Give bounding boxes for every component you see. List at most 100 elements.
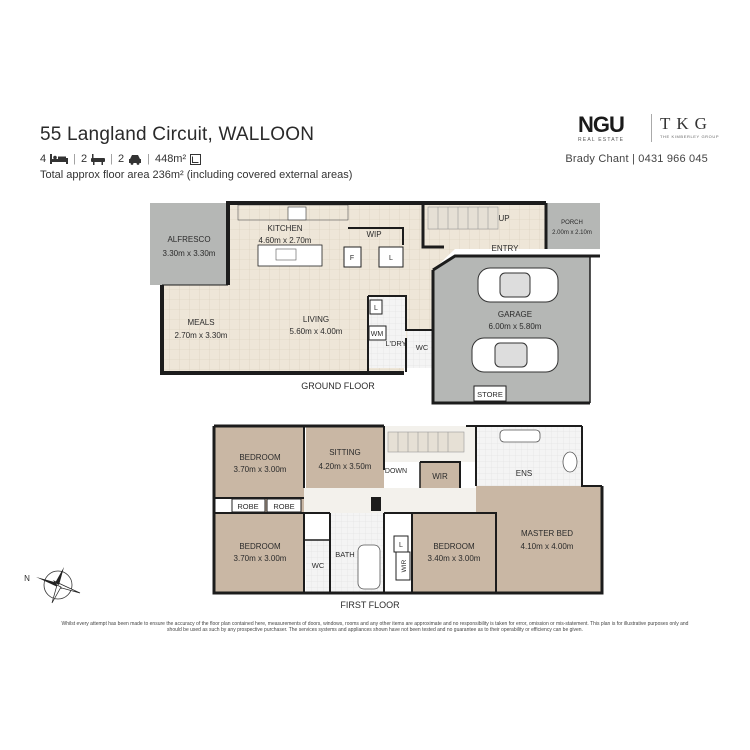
- compass-north-label: N: [24, 574, 30, 583]
- car-icon: [129, 154, 142, 165]
- master-label: MASTER BED: [521, 529, 573, 538]
- bedroom3-label: BEDROOM: [433, 542, 475, 551]
- wir1-label: WIR: [432, 472, 448, 481]
- store-box: [473, 385, 507, 402]
- stairs-up-label: UP: [498, 214, 509, 223]
- car-bottom: [471, 337, 559, 373]
- robe1-box: [231, 498, 266, 513]
- bedroom2-floor: [214, 513, 304, 593]
- laundry-linen-box: [369, 299, 383, 315]
- bedroom1-label: BEDROOM: [239, 453, 281, 462]
- wip-label: WIP: [366, 230, 381, 239]
- bedroom2-label: BEDROOM: [239, 542, 281, 551]
- hallway-floor: [304, 488, 476, 513]
- first-floor-plan: BEDROOM 3.70m x 3.00m SITTING 4.20m x 3.…: [212, 424, 604, 610]
- first-floor-heading: FIRST FLOOR: [340, 600, 400, 610]
- fridge-label: F: [350, 255, 354, 262]
- car-count: 2: [117, 153, 125, 165]
- property-title: 55 Langland Circuit, WALLOON: [40, 124, 315, 145]
- agent-contact: Brady Chant | 0431 966 045: [565, 153, 708, 165]
- bedroom3-size: 3.40m x 3.00m: [428, 554, 481, 563]
- meals-label: MEALS: [187, 318, 214, 327]
- robe2-box: [266, 498, 302, 513]
- bedroom2-size: 3.70m x 3.00m: [234, 554, 287, 563]
- cooktop: [287, 206, 307, 221]
- alfresco-label: ALFRESCO: [167, 235, 210, 244]
- bedroom1-size: 3.70m x 3.00m: [234, 465, 287, 474]
- car-top: [477, 267, 559, 303]
- bath-icon: [91, 153, 106, 165]
- fridge-box: [343, 246, 362, 268]
- tkg-logo: TKG THE KIMBERLEY GROUP: [660, 114, 719, 139]
- first-wc-label: WC: [312, 561, 325, 570]
- kitchen-linen-box: [378, 246, 404, 268]
- ground-walls: [160, 201, 600, 405]
- bed-count: 4: [40, 153, 47, 165]
- porch-label: PORCH: [561, 220, 583, 226]
- ground-floor-heading: GROUND FLOOR: [301, 381, 375, 391]
- ngu-logo-text: NGU: [578, 112, 625, 137]
- robe2-label: ROBE: [273, 502, 294, 511]
- stats-divider: |: [110, 153, 113, 165]
- first-floor-column: [371, 497, 381, 511]
- robe1-label: ROBE: [237, 502, 258, 511]
- wm-label: WM: [371, 331, 384, 338]
- garage-label: GARAGE: [498, 310, 532, 319]
- kitchen-size: 4.60m x 2.70m: [259, 236, 312, 245]
- ground-stairs: [427, 206, 499, 230]
- garage-size: 6.00m x 5.80m: [489, 322, 542, 331]
- entry-label: ENTRY: [492, 244, 520, 253]
- wir2-box: [395, 551, 411, 581]
- first-walls: [212, 424, 604, 595]
- land-size: 448m²: [154, 153, 187, 165]
- bath-count: 2: [80, 153, 88, 165]
- laundry-linen-label: L: [374, 305, 378, 312]
- ground-floor-plan: ALFRESCO 3.30m x 3.30m KITCHEN 4.60m x 2…: [150, 201, 600, 405]
- store-label: STORE: [477, 390, 503, 399]
- sitting-floor: [306, 426, 384, 488]
- property-stats: 4 | 2 | 2 | 448m²: [40, 153, 202, 165]
- compass-icon: N: [24, 567, 81, 604]
- porch-area: [546, 203, 600, 249]
- laundry-label: L'DRY: [385, 339, 406, 348]
- ground-wc-label: WC: [416, 343, 429, 352]
- meals-size: 2.70m x 3.30m: [175, 331, 228, 340]
- alfresco-area: [150, 203, 228, 285]
- stats-divider: |: [147, 153, 150, 165]
- wir2-label: WIR: [401, 559, 408, 572]
- first-wc-floor: [306, 540, 330, 593]
- stairs-down-label: DOWN: [385, 468, 407, 475]
- disclaimer-text: Whilst every attempt has been made to en…: [61, 621, 689, 633]
- wir1-floor: [420, 462, 460, 488]
- bed-icon: [50, 154, 69, 164]
- tkg-logo-text: TKG: [660, 114, 713, 133]
- alfresco-size: 3.30m x 3.30m: [163, 249, 216, 258]
- stats-divider: |: [73, 153, 76, 165]
- kitchen-linen-label: L: [389, 255, 393, 262]
- first-linen-label: L: [399, 542, 403, 549]
- ensuite-basin: [562, 451, 578, 473]
- ngu-logo-subtext: REAL ESTATE: [578, 137, 625, 143]
- master-size: 4.10m x 4.00m: [521, 542, 574, 551]
- ground-wc-floor: [407, 330, 433, 368]
- sitting-label: SITTING: [329, 448, 361, 457]
- first-stairs: [387, 431, 465, 453]
- bedroom1-floor: [214, 426, 304, 498]
- floor-area-note: Total approx floor area 236m² (including…: [40, 169, 353, 181]
- sitting-size: 4.20m x 3.50m: [319, 462, 372, 471]
- living-label: LIVING: [303, 315, 329, 324]
- ensuite-bath: [499, 429, 541, 443]
- living-size: 5.60m x 4.00m: [290, 327, 343, 336]
- kitchen-label: KITCHEN: [267, 224, 302, 233]
- tkg-logo-subtext: THE KIMBERLEY GROUP: [660, 134, 720, 139]
- wm-box: [368, 325, 387, 341]
- bath-label: BATH: [335, 550, 354, 559]
- master-floor: [476, 486, 602, 593]
- island-sink: [275, 248, 297, 261]
- bathtub: [357, 544, 381, 590]
- land-icon: [190, 153, 202, 165]
- ngu-logo: NGU REAL ESTATE: [578, 112, 625, 144]
- logo-divider: [651, 114, 652, 142]
- porch-size: 2.00m x 2.10m: [552, 230, 592, 236]
